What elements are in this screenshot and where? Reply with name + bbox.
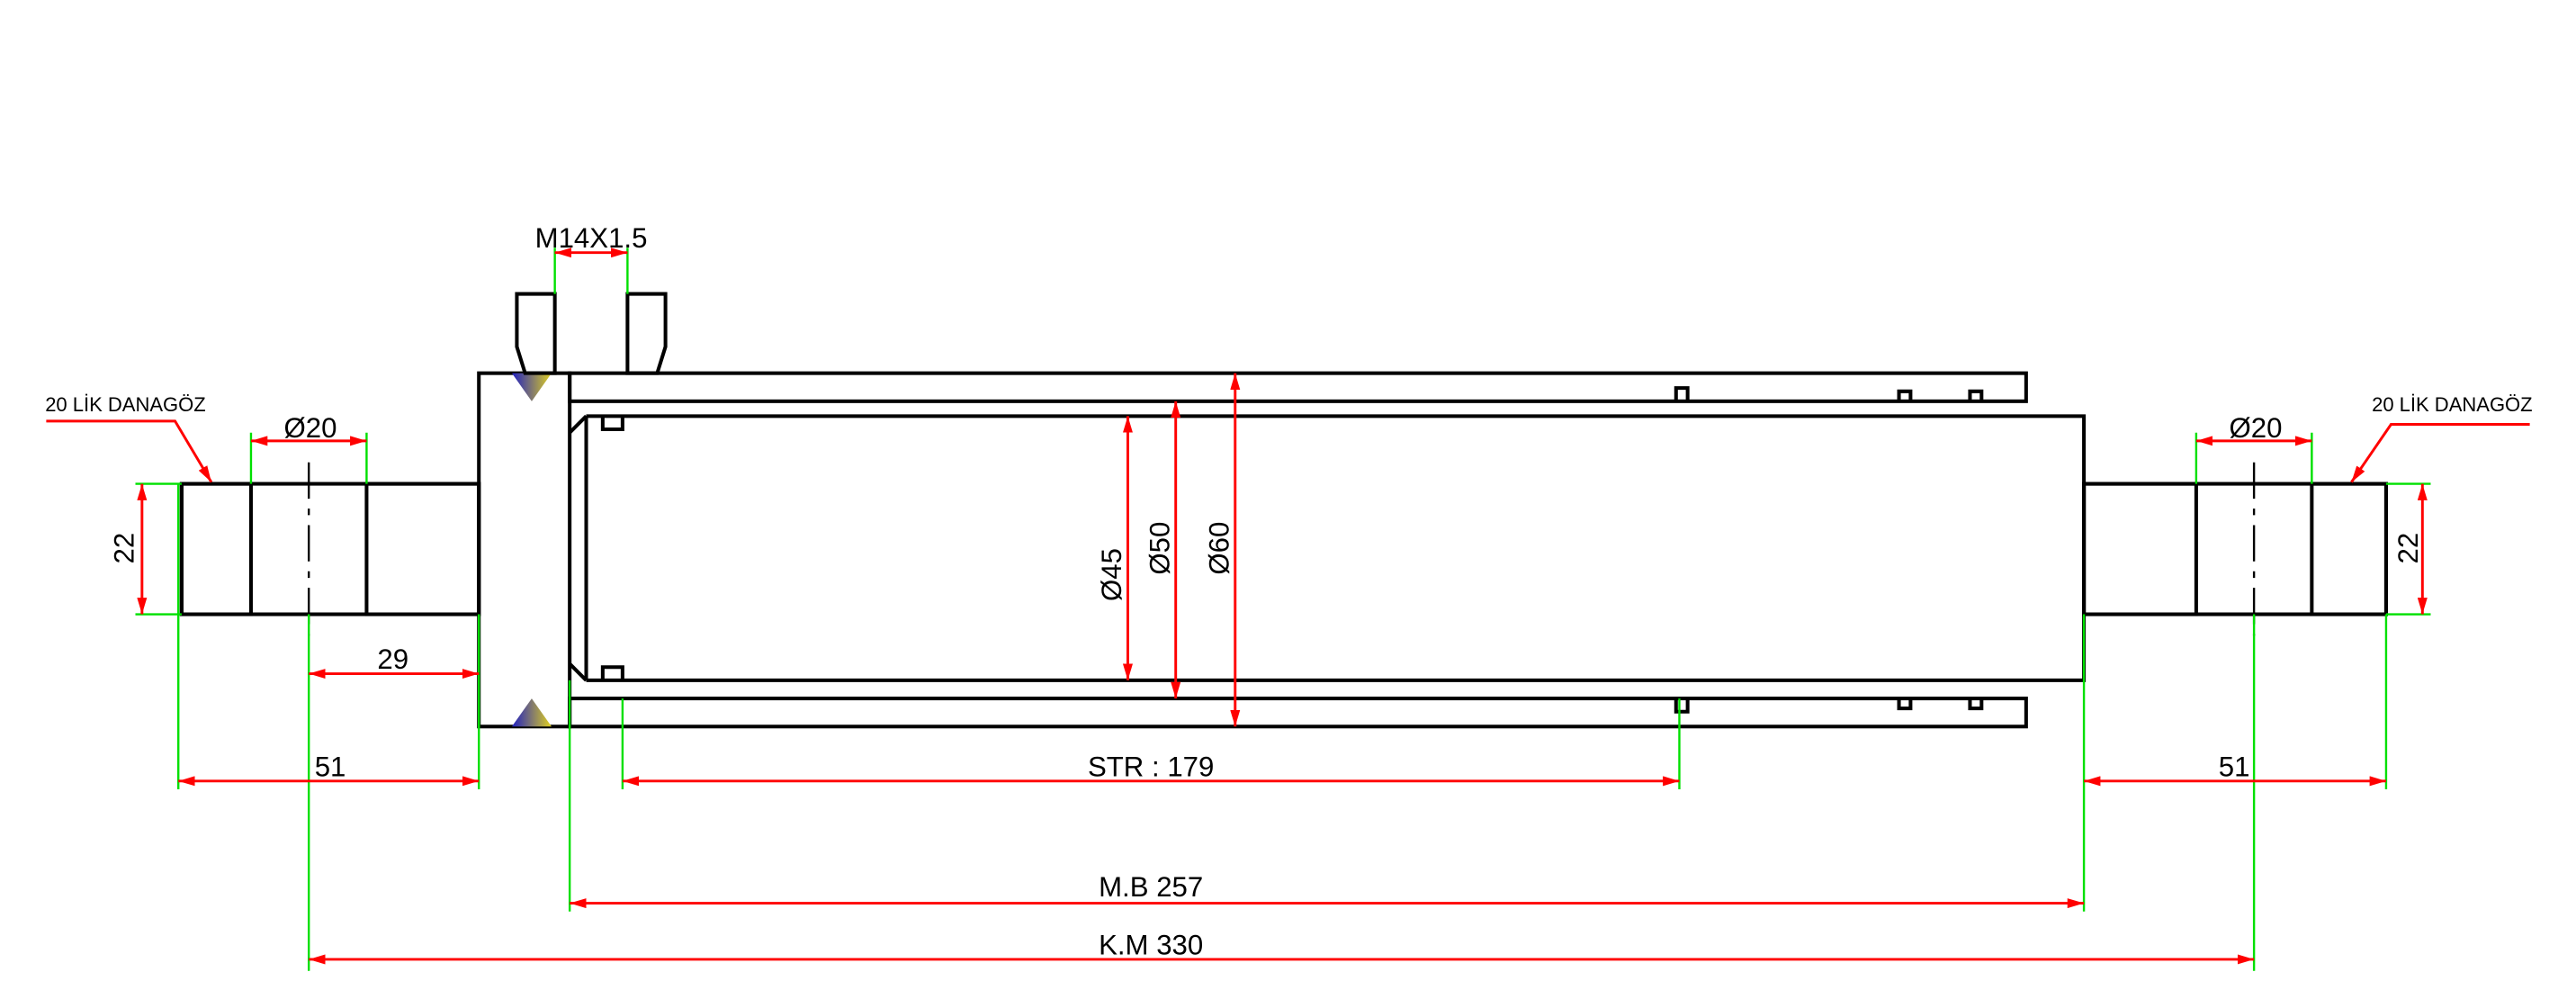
- extension-lines: [135, 248, 2431, 971]
- rod-diameter-dim: Ø45: [1096, 548, 1127, 601]
- bore-diameter-dim: Ø50: [1144, 522, 1175, 575]
- right-eye-hole-dim: Ø20: [2229, 412, 2282, 444]
- right-eye-length-dim: 51: [2219, 751, 2250, 782]
- left-eye-offset-dim: 29: [377, 644, 408, 675]
- port-thread-label: M14X1.5: [535, 222, 648, 254]
- left-eye-length-dim: 51: [315, 751, 346, 782]
- right-eye-width-dim: 22: [2392, 533, 2424, 564]
- left-eye-width-dim: 22: [109, 533, 140, 564]
- left-eye-label: 20 LİK DANAGÖZ: [45, 393, 206, 416]
- oil-port-fitting: [515, 292, 668, 375]
- right-eye-label: 20 LİK DANAGÖZ: [2372, 393, 2533, 416]
- left-end-cap: [477, 371, 572, 729]
- closed-length-dim: K.M 330: [1099, 929, 1203, 960]
- left-rod-eye: [179, 462, 481, 636]
- piston-rod: [568, 414, 2087, 682]
- cylinder-barrel: [568, 371, 2028, 729]
- stroke-dim: STR : 179: [1088, 751, 1214, 782]
- dimension-lines: [46, 248, 2530, 965]
- left-eye-hole-dim: Ø20: [284, 412, 337, 444]
- closed-body-dim: M.B 257: [1099, 871, 1203, 903]
- tube-outer-diameter-dim: Ø60: [1203, 522, 1234, 575]
- right-rod-eye: [2082, 462, 2388, 636]
